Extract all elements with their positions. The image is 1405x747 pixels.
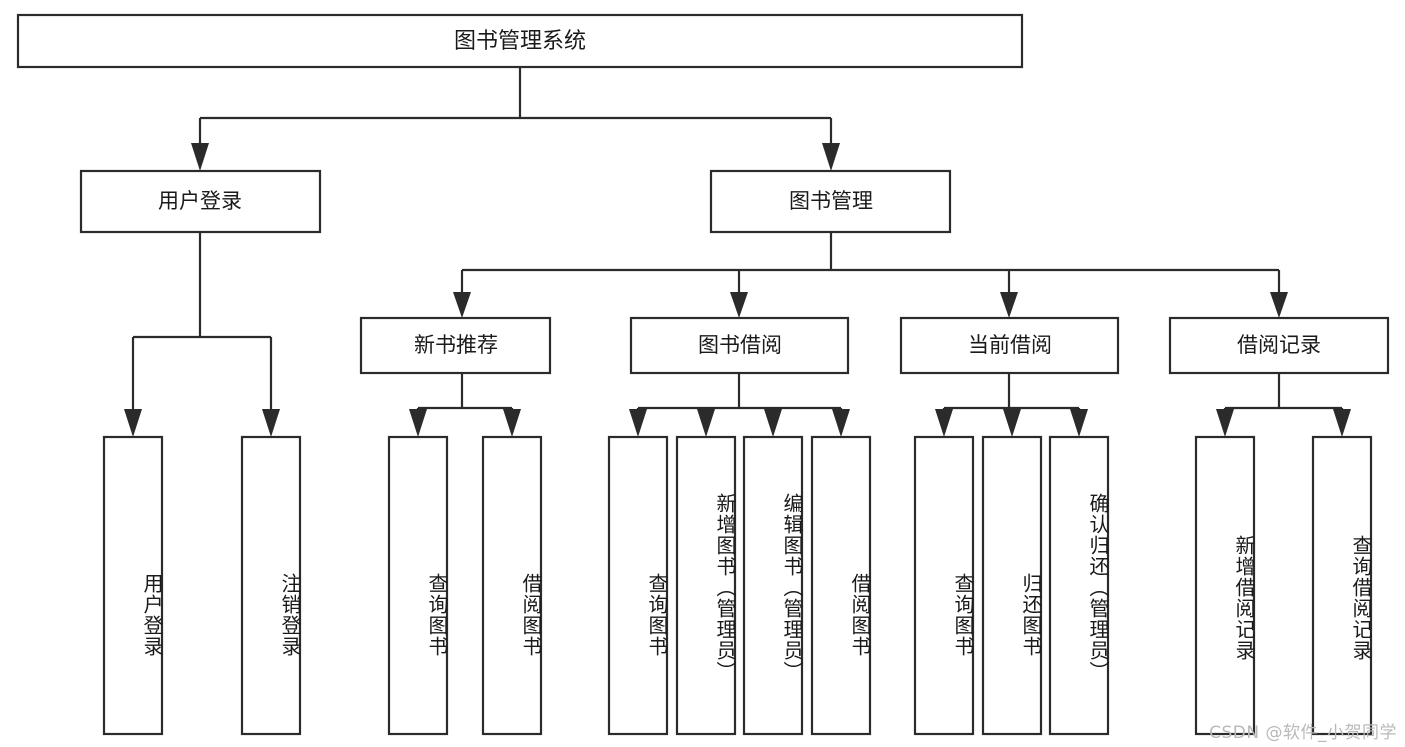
arrow-head-book-manage xyxy=(822,143,840,171)
leaf-box-user-login[interactable] xyxy=(102,435,164,736)
node-title-box[interactable] xyxy=(16,13,1024,69)
node-book-borrow[interactable]: 图书借阅 xyxy=(629,316,850,375)
arrow-head-user-login xyxy=(191,143,209,171)
node-new-book-rec-label: 新书推荐 xyxy=(414,333,498,357)
leaf-box-query-record[interactable] xyxy=(1311,435,1373,736)
arrow-head-leaf-query-book-3 xyxy=(935,409,953,437)
leaf-box-add-record[interactable] xyxy=(1194,435,1256,736)
node-user-login-box[interactable] xyxy=(79,169,322,234)
leaf-box-query-book-3[interactable] xyxy=(913,435,975,736)
arrow-head-leaf-add-record xyxy=(1216,409,1234,437)
csdn-watermark: CSDN @软件_小贺同学 xyxy=(1209,723,1397,743)
node-user-login[interactable]: 用户登录 xyxy=(79,169,322,234)
node-borrow-record[interactable]: 借阅记录 xyxy=(1168,316,1390,375)
leaf-box-borrow-book-1[interactable] xyxy=(481,435,543,736)
leaf-box-add-book[interactable] xyxy=(675,435,737,736)
node-book-borrow-label: 图书借阅 xyxy=(698,333,782,357)
arrow-head-new-book-rec xyxy=(453,292,471,318)
connectors-root xyxy=(124,67,1351,437)
arrow-head-leaf-query-book-1 xyxy=(409,409,427,437)
arrow-head-leaf-return-book xyxy=(1003,409,1021,437)
arrow-head-leaf-user-login xyxy=(124,409,142,437)
leaf-box-query-book-1[interactable] xyxy=(387,435,449,736)
node-title[interactable]: 图书管理系统 xyxy=(16,13,1024,69)
node-borrow-record-label: 借阅记录 xyxy=(1237,333,1321,357)
nodes-root: 图书管理系统 用户登录 图书管理 新书推荐 图书借阅 xyxy=(16,13,1390,736)
arrow-head-leaf-query-record xyxy=(1333,409,1351,437)
arrow-head-leaf-add-book xyxy=(697,409,715,437)
leaf-box-borrow-book-2[interactable] xyxy=(810,435,872,736)
arrow-head-current-borrow xyxy=(1000,292,1018,318)
arrow-head-leaf-logout xyxy=(262,409,280,437)
arrow-head-leaf-borrow-book-1 xyxy=(503,409,521,437)
node-book-manage-label: 图书管理 xyxy=(789,189,873,213)
arrow-head-leaf-edit-book xyxy=(764,409,782,437)
node-title-label: 图书管理系统 xyxy=(454,29,586,54)
node-book-borrow-box[interactable] xyxy=(629,316,850,375)
node-book-manage[interactable]: 图书管理 xyxy=(709,169,952,234)
leaf-box-edit-book[interactable] xyxy=(742,435,804,736)
node-current-borrow-box[interactable] xyxy=(899,316,1120,375)
arrow-head-borrow-record xyxy=(1270,292,1288,318)
node-new-book-rec[interactable]: 新书推荐 xyxy=(359,316,552,375)
arrow-head-leaf-borrow-book-2 xyxy=(832,409,850,437)
leaf-box-query-book-2[interactable] xyxy=(607,435,669,736)
node-borrow-record-box[interactable] xyxy=(1168,316,1390,375)
leaf-box-logout[interactable] xyxy=(240,435,302,736)
node-current-borrow[interactable]: 当前借阅 xyxy=(899,316,1120,375)
leaf-box-confirm-return[interactable] xyxy=(1048,435,1110,736)
node-book-manage-box[interactable] xyxy=(709,169,952,234)
arrow-head-leaf-confirm-return xyxy=(1070,409,1088,437)
node-user-login-label: 用户登录 xyxy=(158,189,242,213)
arrow-head-leaf-query-book-2 xyxy=(629,409,647,437)
leaf-box-return-book[interactable] xyxy=(981,435,1043,736)
arrow-head-book-borrow xyxy=(730,292,748,318)
node-new-book-rec-box[interactable] xyxy=(359,316,552,375)
node-current-borrow-label: 当前借阅 xyxy=(968,333,1052,357)
